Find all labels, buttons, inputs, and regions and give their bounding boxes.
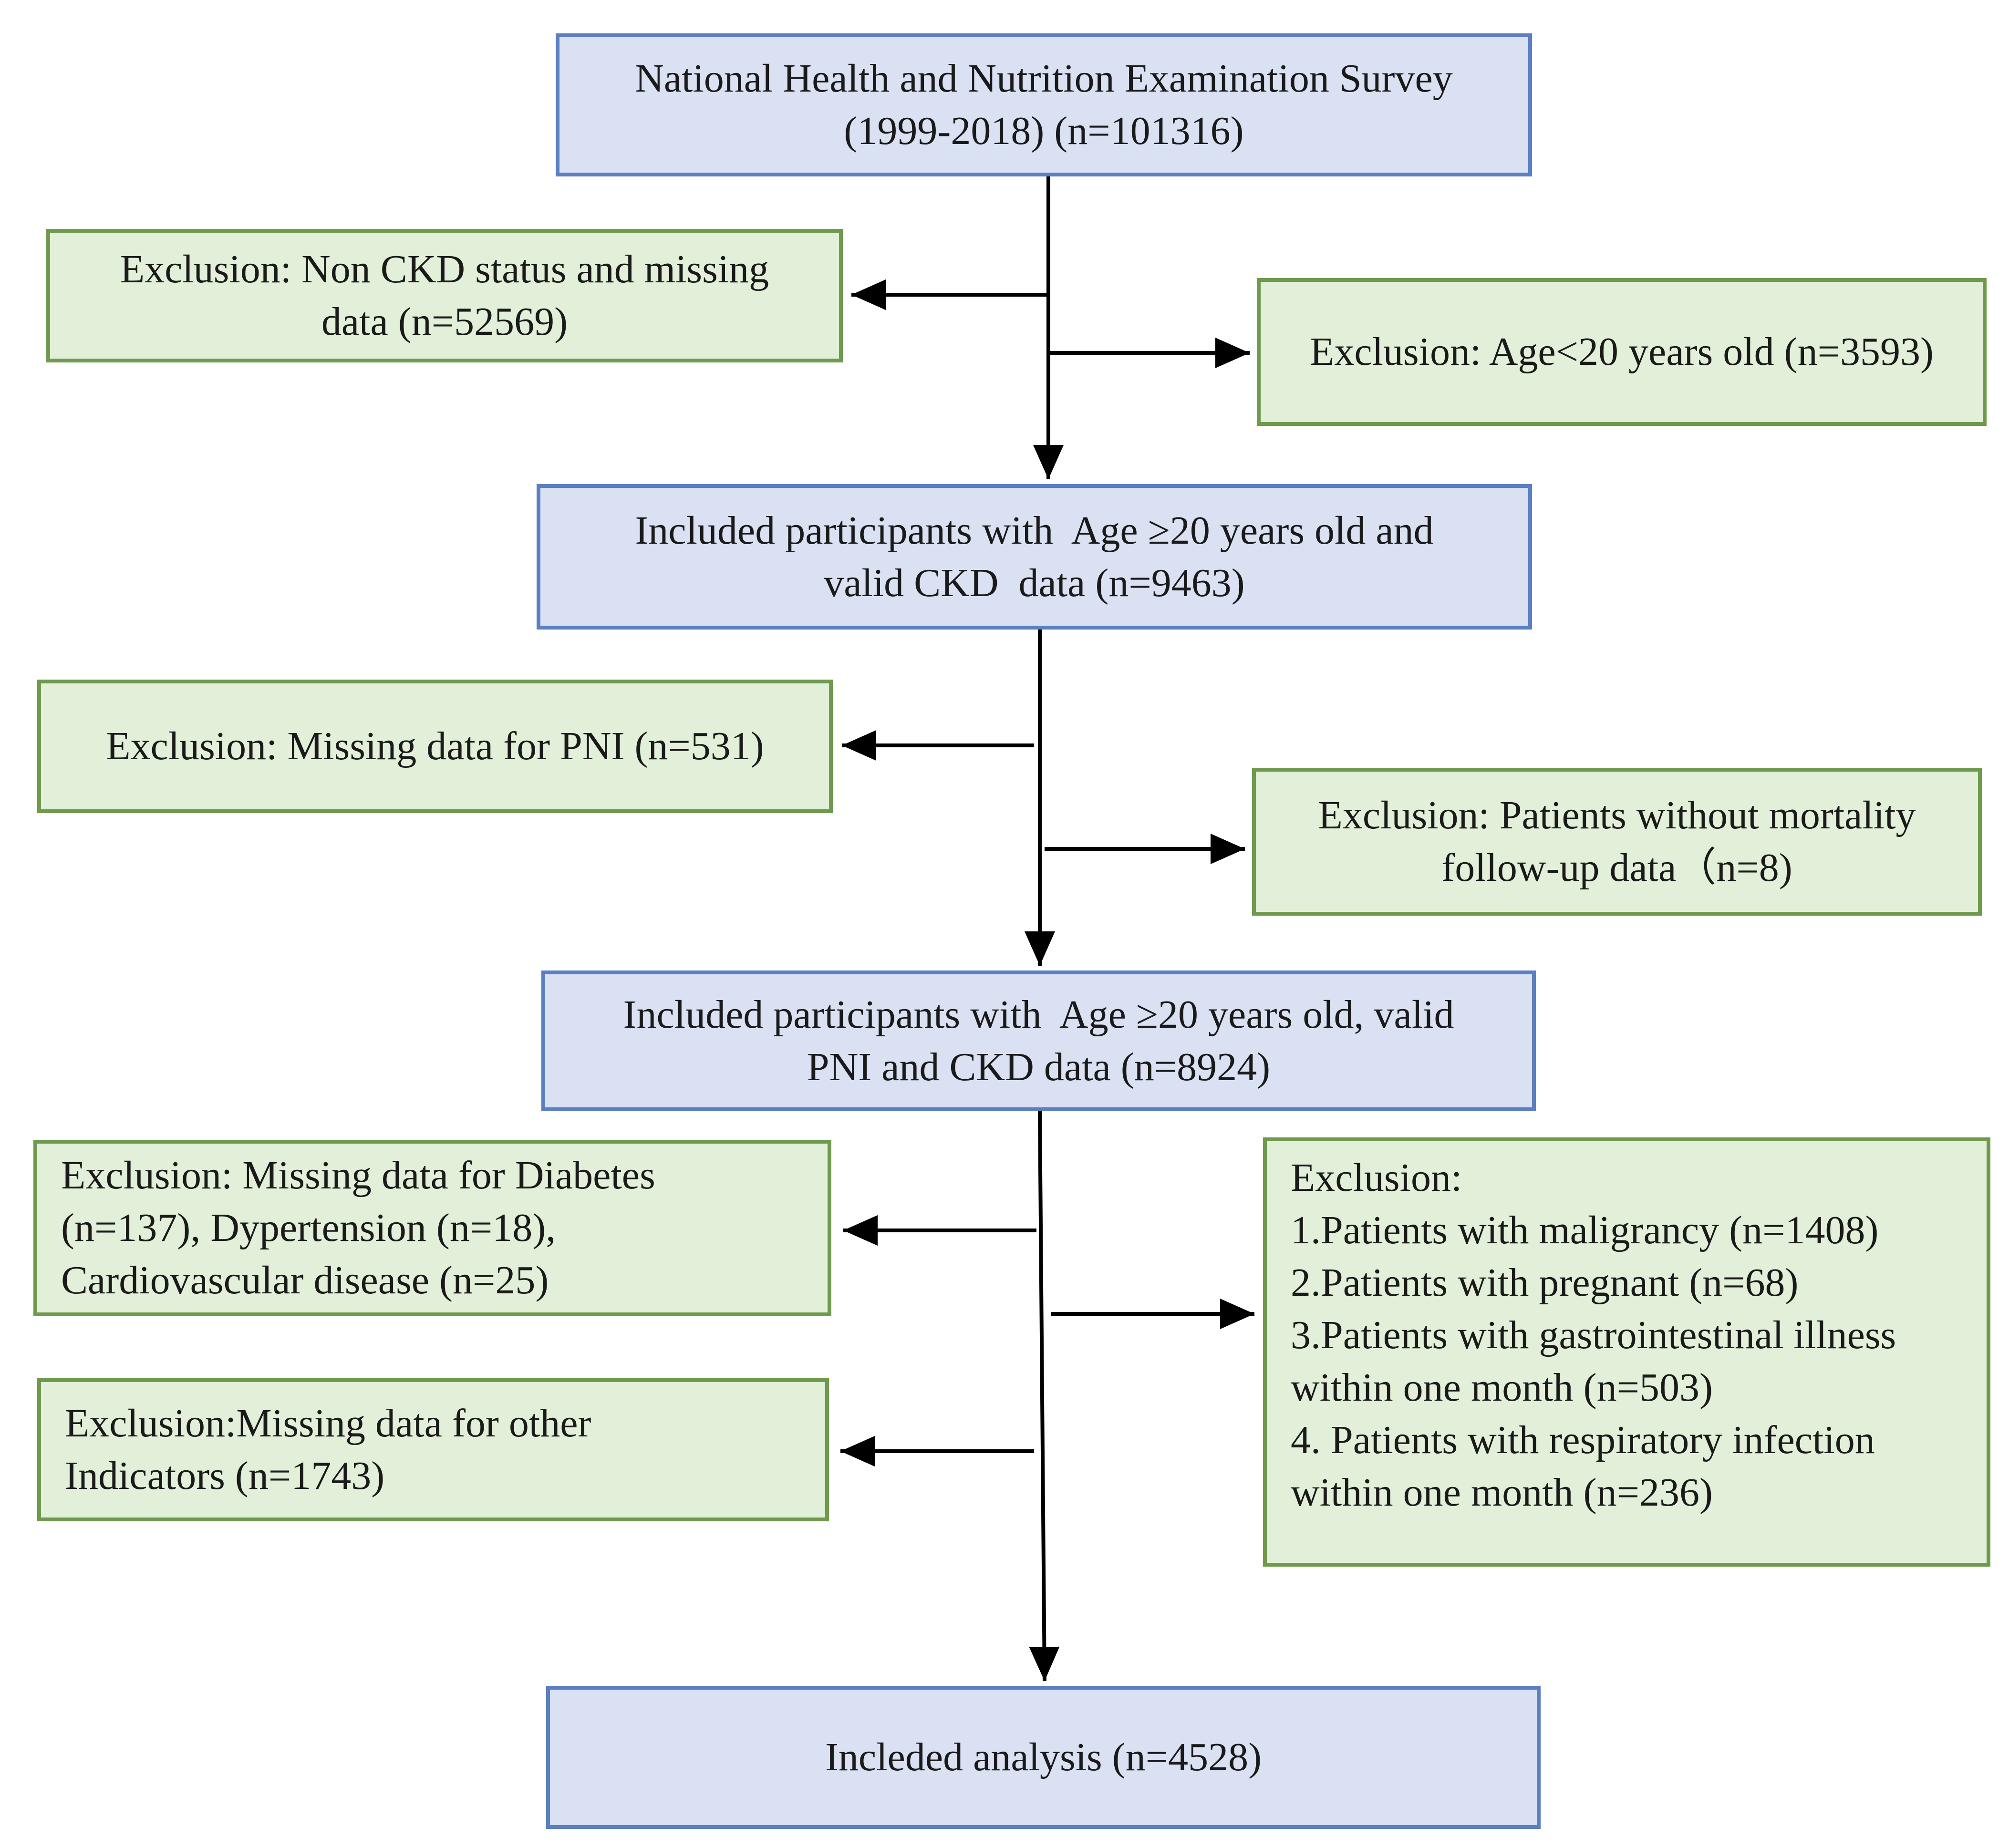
exclusion-1-line-1: Exclusion: Non CKD status and missing [120,247,769,291]
included-box-2: Included participants with Age ≥20 years… [541,970,1536,1111]
exclusion-2-line-1: Exclusion: Age<20 years old (n=3593) [1310,330,1934,374]
exclusion-5-line-2: (n=137), Dypertension (n=18), [61,1206,556,1250]
exclusion-6-line-1: Exclusion:Missing data for other [65,1401,591,1445]
final-analysis-box: Incleded analysis (n=4528) [546,1686,1541,1829]
exclusion-6-line-2: Indicators (n=1743) [65,1454,385,1498]
exclusion-box-3: Exclusion: Missing data for PNI (n=531) [37,680,833,813]
exclusion-box-4: Exclusion: Patients without mortality fo… [1252,768,1982,916]
included-box-1: Included participants with Age ≥20 years… [537,484,1532,630]
exclusion-5-line-1: Exclusion: Missing data for Diabetes [61,1153,655,1198]
included-1-line-2: valid CKD data (n=9463) [824,560,1245,605]
exclusion-box-6: Exclusion:Missing data for other Indicat… [37,1378,829,1521]
exclusion-7-line-6: 4. Patients with respiratory infection [1291,1418,1875,1462]
exclusion-7-line-7: within one month (n=236) [1291,1470,1713,1515]
exclusion-box-7: Exclusion: 1.Patients with maligrancy (n… [1263,1137,1990,1567]
included-2-line-1: Included participants with Age ≥20 years… [623,992,1454,1037]
final-analysis-line-1: Incleded analysis (n=4528) [825,1735,1262,1779]
exclusion-7-line-4: 3.Patients with gastrointestinal illness [1291,1313,1896,1357]
exclusion-1-line-2: data (n=52569) [321,299,568,344]
exclusion-4-line-1: Exclusion: Patients without mortality [1318,793,1916,837]
source-box-line-1: National Health and Nutrition Examinatio… [635,56,1453,101]
main-flow-line-3 [1029,1111,1060,1682]
exclusion-7-line-3: 2.Patients with pregnant (n=68) [1291,1260,1799,1305]
source-box: National Health and Nutrition Examinatio… [556,33,1532,176]
exclusion-box-1: Exclusion: Non CKD status and missing da… [46,229,843,362]
source-box-line-2: (1999-2018) (n=101316) [844,109,1244,153]
exclusion-5-line-3: Cardiovascular disease (n=25) [61,1258,549,1302]
included-2-line-2: PNI and CKD data (n=8924) [807,1044,1271,1089]
exclusion-4-line-2: follow-up data（n=8) [1441,846,1792,890]
exclusion-3-line-1: Exclusion: Missing data for PNI (n=531) [106,724,764,768]
exclusion-box-5: Exclusion: Missing data for Diabetes (n=… [33,1140,831,1316]
exclusion-7-line-2: 1.Patients with maligrancy (n=1408) [1291,1208,1879,1252]
included-1-line-1: Included participants with Age ≥20 years… [635,508,1434,553]
exclusion-box-2: Exclusion: Age<20 years old (n=3593) [1257,278,1987,426]
exclusion-7-line-1: Exclusion: [1291,1156,1462,1200]
exclusion-7-line-5: within one month (n=503) [1291,1365,1713,1410]
